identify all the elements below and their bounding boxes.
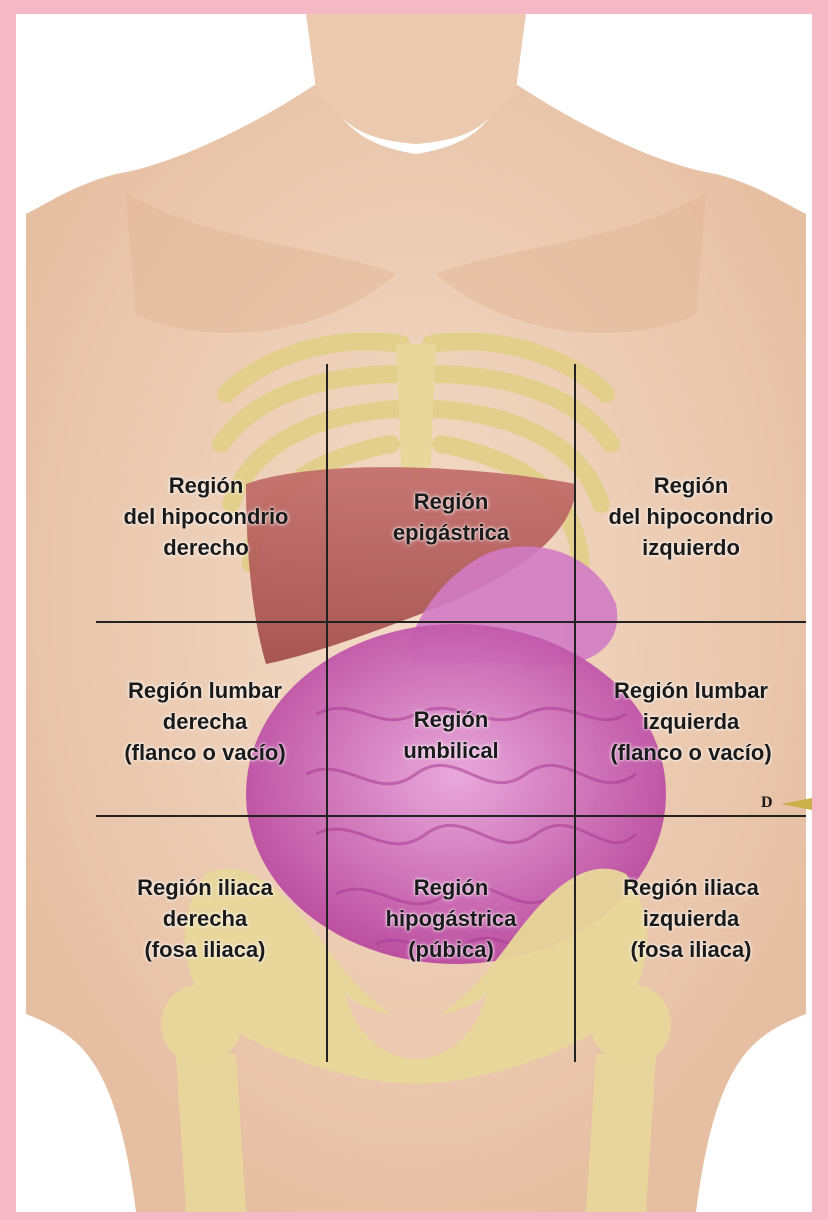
abdominal-anatomy-illustration — [16, 14, 812, 1212]
label-iliaca-derecha: Región iliaca derecha (fosa iliaca) — [92, 872, 318, 965]
femur-right — [176, 1054, 246, 1212]
label-lumbar-izquierda: Región lumbar izquierda (flanco o vacío) — [578, 675, 804, 768]
label-hipocondrio-derecho: Región del hipocondrio derecho — [96, 470, 316, 563]
femur-left — [586, 1054, 656, 1212]
sternum — [396, 344, 436, 484]
label-iliaca-izquierda: Región iliaca izquierda (fosa iliaca) — [578, 872, 804, 965]
label-hipogastrica: Región hipogástrica (púbica) — [351, 872, 551, 965]
label-hipocondrio-izquierdo: Región del hipocondrio izquierdo — [581, 470, 801, 563]
label-epigastrica: Región epigástrica — [351, 486, 551, 548]
label-lumbar-derecha: Región lumbar derecha (flanco o vacío) — [92, 675, 318, 768]
diagram-frame: Región del hipocondrio derecho Región ep… — [16, 14, 812, 1212]
label-umbilical: Región umbilical — [351, 704, 551, 766]
pointer-letter: D — [761, 794, 773, 812]
